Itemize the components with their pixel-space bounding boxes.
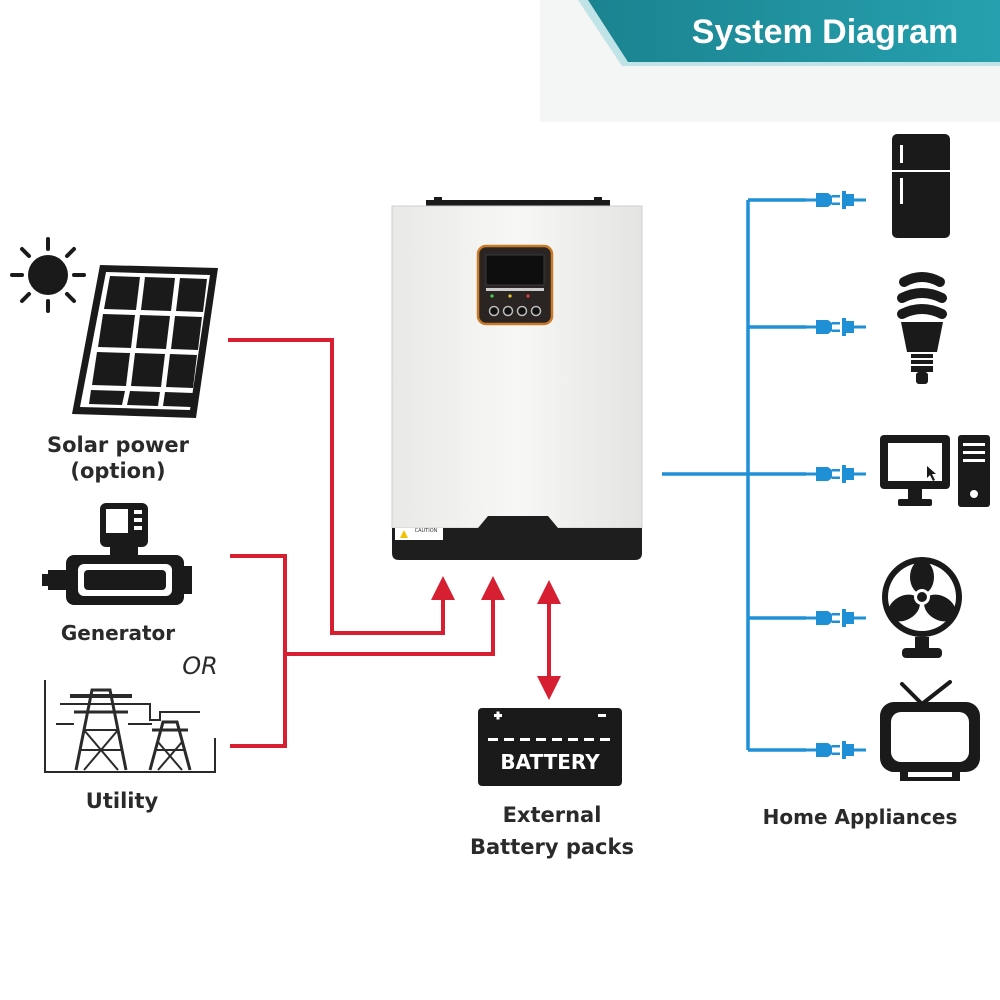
utility-label: Utility bbox=[85, 789, 159, 813]
caution-label: CAUTION bbox=[414, 528, 438, 534]
fridge-icon bbox=[892, 134, 950, 238]
panel-button bbox=[530, 305, 542, 317]
solar-label-line2: (option) bbox=[70, 459, 166, 484]
ac-output-wiring bbox=[662, 198, 806, 752]
panel-button bbox=[488, 305, 500, 317]
power-tower-icon bbox=[44, 680, 216, 773]
plug-icon bbox=[806, 609, 866, 627]
battery-label: External Battery packs bbox=[452, 800, 652, 863]
solar-input-arrow bbox=[431, 576, 455, 600]
ac-input-wiring bbox=[228, 338, 551, 748]
arrow-heads bbox=[431, 576, 561, 700]
battery-label-line1: External bbox=[502, 803, 602, 827]
battery-icon-text: BATTERY bbox=[500, 750, 600, 774]
appliances-label: Home Appliances bbox=[762, 805, 958, 829]
title-banner bbox=[588, 0, 1000, 62]
panel-button bbox=[502, 305, 514, 317]
plug-icon bbox=[806, 318, 866, 336]
computer-icon bbox=[880, 435, 990, 507]
lcd-display bbox=[485, 254, 545, 286]
battery-down-arrow bbox=[537, 676, 561, 700]
plug-icon bbox=[806, 465, 866, 483]
fan-icon bbox=[882, 557, 962, 658]
or-label: OR bbox=[182, 652, 218, 680]
battery-label-line2: Battery packs bbox=[470, 834, 634, 859]
plug-icon bbox=[806, 191, 866, 209]
solar-panel-icon bbox=[72, 265, 218, 418]
diagram-title: System Diagram bbox=[691, 13, 959, 51]
panel-button bbox=[516, 305, 528, 317]
battery-up-arrow bbox=[537, 580, 561, 604]
tv-icon bbox=[880, 680, 980, 781]
generator-icon bbox=[42, 503, 192, 605]
solar-label: Solar power (option) bbox=[30, 432, 206, 485]
sun-icon bbox=[10, 237, 86, 313]
plug-icon bbox=[806, 741, 866, 759]
generator-label: Generator bbox=[60, 621, 176, 645]
battery-icon bbox=[478, 708, 622, 786]
solar-label-line1: Solar power bbox=[46, 433, 190, 457]
inverter-unit bbox=[391, 197, 643, 560]
bulb-icon bbox=[897, 272, 947, 384]
grid-input-arrow bbox=[481, 576, 505, 600]
